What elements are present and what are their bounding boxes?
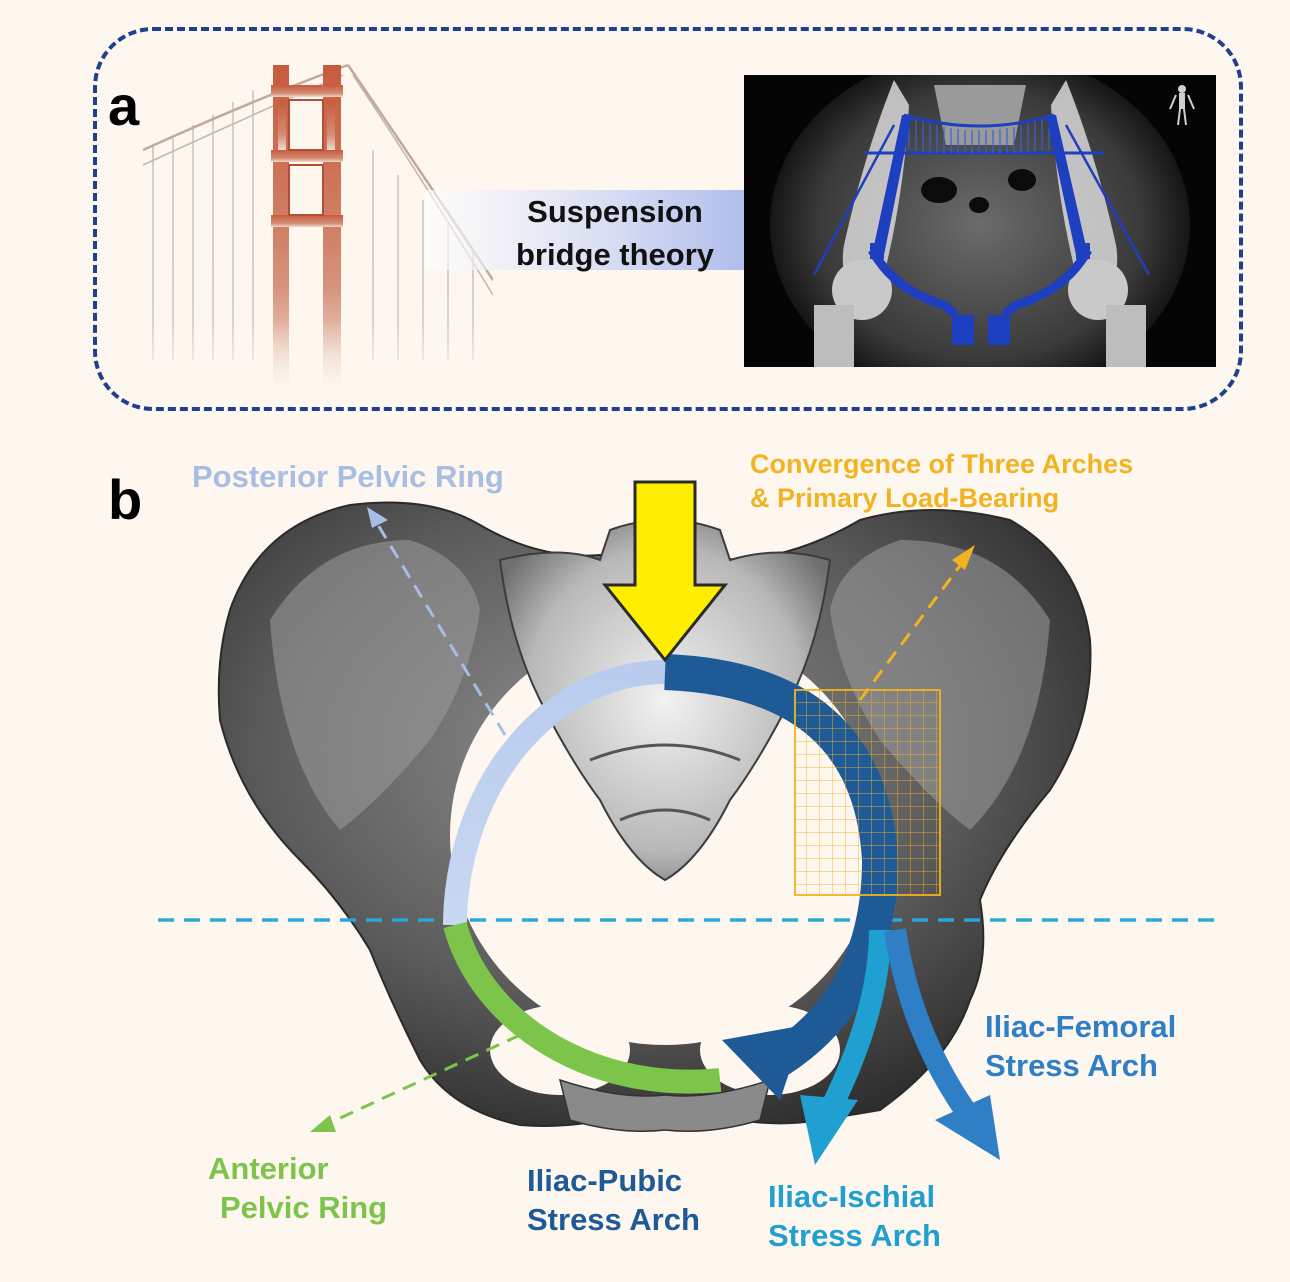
iliac-pubic-label: Iliac-Pubic Stress Arch (527, 1162, 700, 1240)
ct-pelvis-image (744, 75, 1216, 367)
iliac-femoral-line2: Stress Arch (985, 1047, 1176, 1086)
iliac-ischial-line1: Iliac-Ischial (768, 1178, 941, 1217)
anterior-pelvic-ring-label: Anterior Pelvic Ring (208, 1150, 387, 1228)
iliac-pubic-line1: Iliac-Pubic (527, 1162, 700, 1201)
arrow-label-line2: bridge theory (470, 233, 760, 276)
posterior-ring-text: Posterior Pelvic Ring (192, 459, 504, 494)
iliac-femoral-label: Iliac-Femoral Stress Arch (985, 1008, 1176, 1086)
convergence-line1: Convergence of Three Arches (750, 448, 1133, 482)
panel-a-letter: a (108, 78, 139, 134)
convergence-line2: & Primary Load-Bearing (750, 482, 1133, 516)
suspension-arrow-label: Suspension bridge theory (470, 190, 760, 277)
iliac-femoral-line1: Iliac-Femoral (985, 1008, 1176, 1047)
anterior-line1: Anterior (208, 1150, 387, 1189)
convergence-label: Convergence of Three Arches & Primary Lo… (750, 448, 1133, 516)
iliac-ischial-line2: Stress Arch (768, 1217, 941, 1256)
posterior-pelvic-ring-label: Posterior Pelvic Ring (192, 458, 504, 497)
anterior-line2: Pelvic Ring (208, 1189, 387, 1228)
iliac-ischial-label: Iliac-Ischial Stress Arch (768, 1178, 941, 1256)
iliac-pubic-line2: Stress Arch (527, 1201, 700, 1240)
pelvis-diagram (0, 440, 1290, 1282)
arrow-label-line1: Suspension (470, 190, 760, 233)
